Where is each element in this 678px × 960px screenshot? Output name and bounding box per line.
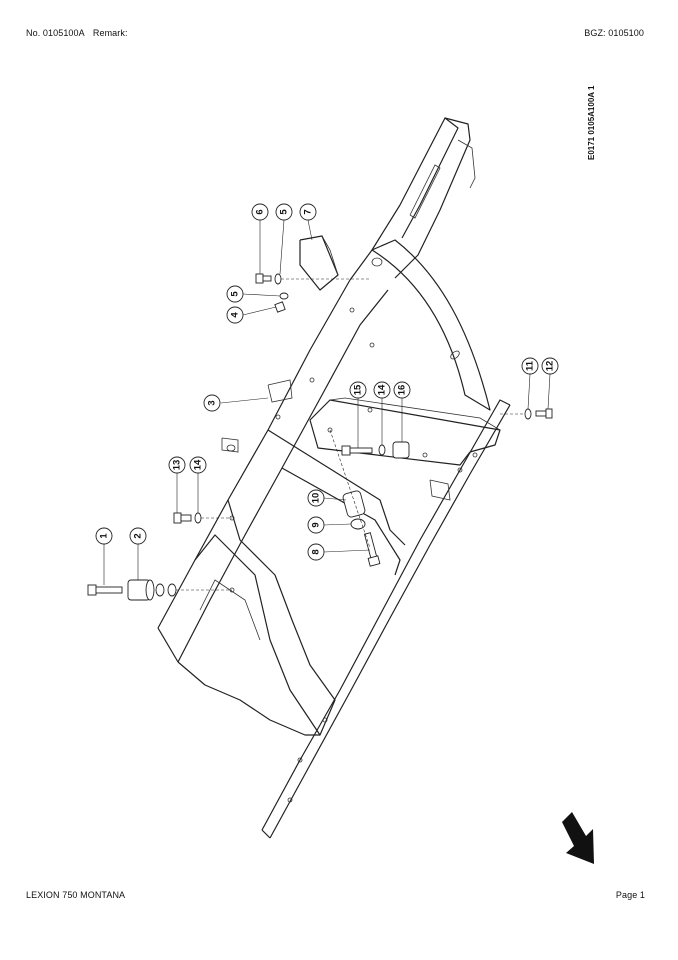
doc-number: No. 0105100A bbox=[26, 28, 85, 38]
svg-text:6: 6 bbox=[255, 209, 266, 214]
frame-drawing bbox=[157, 117, 511, 839]
callout-10: 10 bbox=[307, 489, 347, 507]
callout-5a: 5 bbox=[226, 285, 281, 303]
callout-16: 16 bbox=[393, 381, 411, 442]
svg-text:4: 4 bbox=[230, 312, 241, 318]
callout-8: 8 bbox=[307, 543, 371, 561]
callout-labels: 1 2 3 4 5 5 6 7 bbox=[95, 203, 559, 585]
callout-7: 7 bbox=[299, 203, 317, 241]
svg-text:14: 14 bbox=[193, 459, 204, 470]
callout-3: 3 bbox=[203, 394, 269, 412]
callout-4: 4 bbox=[226, 306, 277, 324]
svg-text:5: 5 bbox=[279, 209, 290, 215]
header-left: No. 0105100A Remark: bbox=[26, 28, 128, 38]
callout-12: 12 bbox=[541, 357, 559, 410]
callout-15: 15 bbox=[349, 381, 367, 448]
callout-6: 6 bbox=[251, 203, 269, 274]
callout-5b: 5 bbox=[275, 203, 293, 275]
svg-text:1: 1 bbox=[99, 533, 110, 539]
model-name: LEXION 750 MONTANA bbox=[26, 890, 126, 900]
svg-text:12: 12 bbox=[545, 361, 556, 372]
callout-2: 2 bbox=[129, 527, 147, 580]
svg-text:9: 9 bbox=[311, 522, 322, 527]
bgz-code: BGZ: 0105100 bbox=[584, 28, 644, 38]
svg-text:3: 3 bbox=[207, 400, 218, 405]
callout-11: 11 bbox=[521, 357, 539, 410]
page-number: Page 1 bbox=[615, 890, 645, 900]
svg-text:13: 13 bbox=[172, 460, 183, 471]
svg-text:2: 2 bbox=[133, 533, 144, 538]
callout-14a: 14 bbox=[189, 456, 207, 513]
svg-text:15: 15 bbox=[353, 384, 364, 395]
callout-14b: 14 bbox=[373, 381, 391, 445]
svg-text:7: 7 bbox=[303, 209, 314, 214]
svg-text:14: 14 bbox=[377, 384, 388, 395]
svg-text:8: 8 bbox=[311, 549, 322, 554]
svg-text:10: 10 bbox=[311, 493, 322, 504]
svg-text:5: 5 bbox=[230, 291, 241, 297]
callout-13: 13 bbox=[168, 456, 186, 513]
remark-label: Remark: bbox=[92, 28, 128, 38]
arrow-down-right-icon bbox=[562, 812, 594, 864]
fastener-parts bbox=[87, 273, 553, 601]
svg-text:11: 11 bbox=[525, 360, 536, 371]
callout-1: 1 bbox=[95, 527, 113, 585]
callout-9: 9 bbox=[307, 516, 352, 534]
svg-text:16: 16 bbox=[397, 385, 408, 396]
